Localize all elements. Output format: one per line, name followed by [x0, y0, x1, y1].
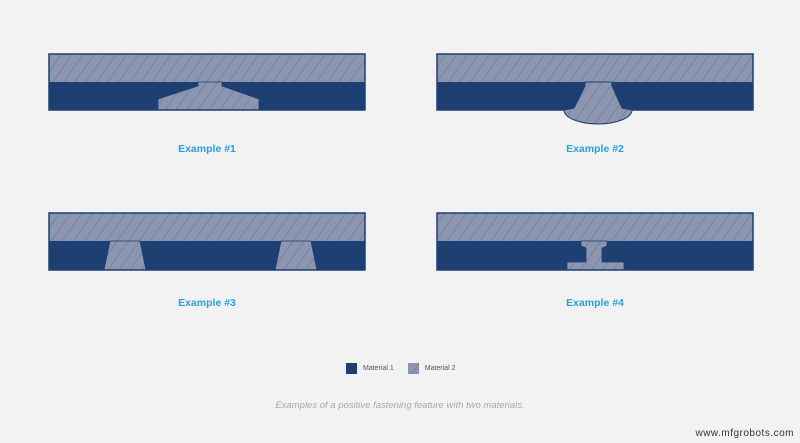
example-4-label: Example #4 [566, 297, 624, 309]
legend-material-1-label: Material 1 [363, 365, 394, 372]
legend-item-material-2: Material 2 [407, 363, 456, 374]
material-1-swatch [346, 363, 357, 374]
example-2-diagram [436, 53, 754, 125]
figure-caption: Examples of a positive fastening feature… [275, 400, 525, 411]
material-2-swatch [407, 363, 419, 374]
tapered-fastener-right [274, 240, 318, 271]
legend: Material 1 Material 2 [346, 363, 469, 374]
example-4-diagram [436, 212, 754, 271]
material-1-layer [49, 241, 365, 270]
example-1-diagram [48, 53, 366, 111]
mushroom-fastener [563, 81, 633, 125]
legend-material-2-label: Material 2 [424, 365, 456, 372]
example-1-label: Example #1 [178, 143, 236, 155]
legend-item-material-1: Material 1 [346, 363, 394, 374]
diagram-outline [436, 53, 754, 111]
diagram-outline [48, 53, 366, 111]
diagram-outline [436, 212, 754, 271]
material-2-layer [49, 54, 365, 82]
material-2-layer [437, 213, 753, 241]
material-2-layer [437, 54, 753, 82]
example-3-label: Example #3 [178, 297, 236, 309]
diagram-outline [48, 212, 366, 271]
example-2-label: Example #2 [566, 143, 624, 155]
example-3-diagram [48, 212, 366, 271]
tapered-fastener-left [103, 240, 147, 271]
material-2-layer [49, 213, 365, 241]
watermark: www.mfgrobots.com [695, 428, 794, 439]
